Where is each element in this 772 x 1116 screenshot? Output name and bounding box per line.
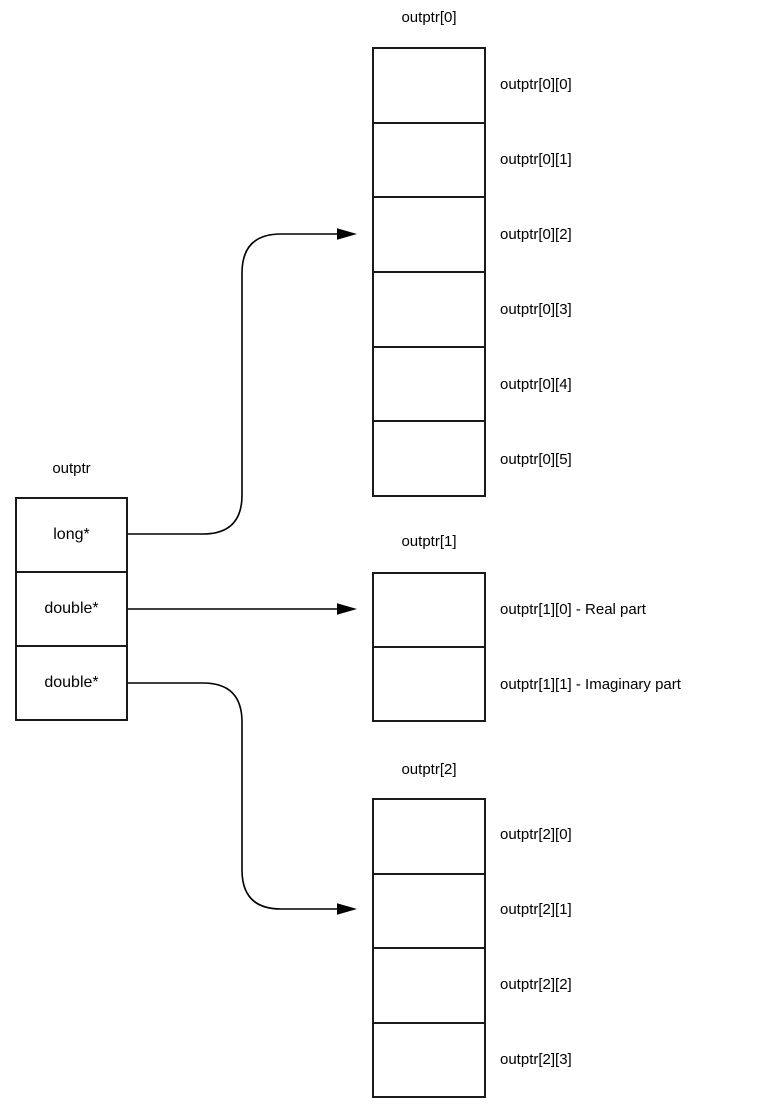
array-cell: [374, 196, 484, 271]
array-cell: [374, 345, 484, 421]
array-cell: [374, 574, 484, 646]
pointer-cell-long: long*: [53, 526, 90, 543]
array-cell: [374, 947, 484, 1022]
array1-title: outptr[1]: [401, 533, 457, 550]
array-cell: [374, 872, 484, 948]
array1-box: [372, 572, 486, 722]
array0-title: outptr[0]: [401, 9, 457, 26]
arrow-long-to-outptr0: [128, 233, 339, 535]
array1-cell1-label: outptr[1][1] - Imaginary part: [500, 676, 681, 693]
array0-cell0-label: outptr[0][0]: [500, 76, 572, 93]
arrow-double-to-outptr2: [128, 682, 339, 910]
array0-cell5-label: outptr[0][5]: [500, 451, 572, 468]
array2-cell1-label: outptr[2][1]: [500, 901, 572, 918]
arrowhead-outptr0: [337, 228, 357, 240]
array2-cell3-label: outptr[2][3]: [500, 1051, 572, 1068]
array-cell: [374, 49, 484, 122]
array2-title: outptr[2]: [401, 761, 457, 778]
arrowhead-outptr1: [337, 603, 357, 615]
pointer-cell-double-1: double*: [17, 571, 126, 645]
pointer-cell-double-2: double*: [17, 645, 126, 719]
pointer-table: long* double* double*: [15, 497, 128, 721]
array2-cell0-label: outptr[2][0]: [500, 826, 572, 843]
arrowhead-outptr2: [337, 903, 357, 915]
array0-cell4-label: outptr[0][4]: [500, 376, 572, 393]
pointer-table-title: outptr: [52, 460, 91, 477]
array0-cell2-label: outptr[0][2]: [500, 226, 572, 243]
array0-box: [372, 47, 486, 497]
array-cell: [374, 271, 484, 346]
array0-cell1-label: outptr[0][1]: [500, 151, 572, 168]
array-cell: [374, 646, 484, 720]
array2-cell2-label: outptr[2][2]: [500, 976, 572, 993]
array-cell: [374, 800, 484, 873]
array-cell: [374, 1021, 484, 1097]
array0-cell3-label: outptr[0][3]: [500, 301, 572, 318]
array2-box: [372, 798, 486, 1098]
array-cell: [374, 420, 484, 495]
array-cell: [374, 121, 484, 197]
array1-cell0-label: outptr[1][0] - Real part: [500, 601, 646, 618]
